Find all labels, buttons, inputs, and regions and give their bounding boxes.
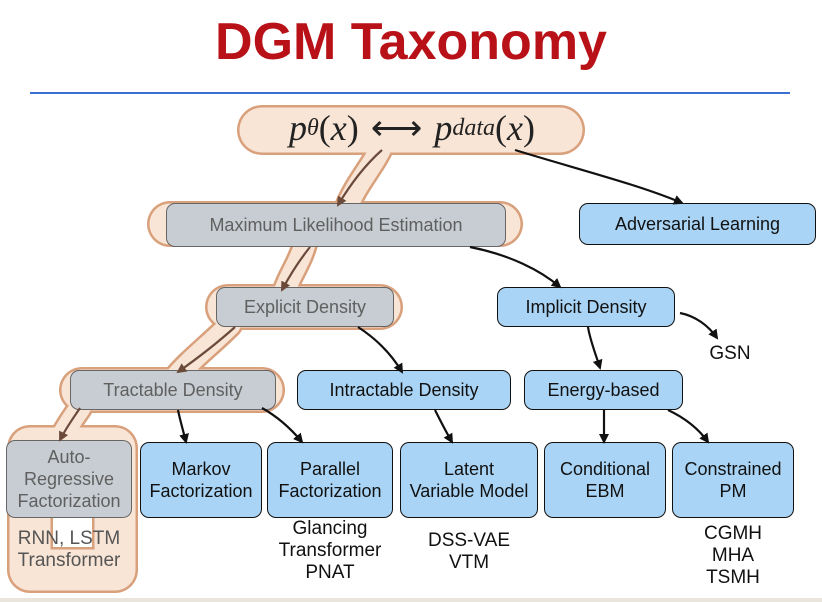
- node-parallel-line-1: Parallel: [299, 459, 360, 479]
- node-energy-based: Energy-based: [524, 370, 683, 410]
- node-conditional-line-1: Conditional: [559, 459, 651, 479]
- formula-rhs-var: x: [507, 108, 524, 148]
- edge-mle-to-implicit: [469, 245, 562, 289]
- node-mle-label: Maximum Likelihood Estimation: [209, 215, 463, 235]
- node-explicit-label: Explicit Density: [243, 297, 367, 317]
- node-latent-line-2: Variable Model: [409, 481, 529, 501]
- example-tsmh: TSMH: [706, 567, 760, 588]
- edge-tractable-to-parallel: [261, 407, 304, 444]
- node-constrained-line-1: Constrained: [684, 459, 782, 479]
- node-markov-line-1: Markov: [171, 459, 231, 479]
- edge-intractable-to-latent: [434, 409, 454, 444]
- node-mle: Maximum Likelihood Estimation: [166, 203, 506, 247]
- slide-title: DGM Taxonomy: [215, 13, 607, 71]
- node-adversarial-label: Adversarial Learning: [614, 214, 781, 234]
- node-latent: Latent Variable Model: [400, 442, 538, 518]
- examples-constrained: CGMH MHA TSMH: [672, 523, 794, 589]
- edge-explicit-to-intractable: [357, 326, 404, 374]
- examples-autoregressive: RNN, LSTM Transformer: [2, 528, 136, 572]
- node-parallel-line-2: Factorization: [278, 481, 382, 501]
- node-explicit: Explicit Density: [216, 287, 394, 327]
- formula-lhs-sub: θ: [306, 114, 319, 141]
- node-energy-label: Energy-based: [547, 380, 660, 400]
- example-rnn-lstm: RNN, LSTM: [17, 528, 121, 549]
- node-autoregressive-line-2: Regressive: [23, 469, 115, 489]
- edge-formula-to-mle: [336, 149, 383, 207]
- example-transformer: Transformer: [17, 550, 121, 571]
- node-adversarial: Adversarial Learning: [579, 203, 816, 245]
- edge-tractable-to-autoregressive: [59, 407, 81, 442]
- formula-lhs: p: [288, 108, 307, 148]
- edge-implicit-to-energy: [586, 326, 603, 370]
- edge-mle-to-explicit: [281, 246, 311, 292]
- bidirectional-arrow-icon: ⟷: [370, 108, 423, 148]
- edge-tractable-to-markov: [176, 409, 189, 444]
- node-markov: Markov Factorization: [140, 442, 262, 518]
- node-conditional: Conditional EBM: [544, 442, 666, 518]
- node-implicit: Implicit Density: [497, 287, 675, 327]
- formula-lhs-var: x: [330, 108, 347, 148]
- node-constrained: Constrained PM: [672, 442, 794, 518]
- formula-rhs: p: [434, 108, 453, 148]
- edge-energy-to-constrained: [667, 409, 710, 444]
- node-latent-line-1: Latent: [443, 459, 495, 479]
- example-mha: MHA: [711, 545, 755, 566]
- node-intractable: Intractable Density: [297, 370, 511, 410]
- example-glancing-transformer: Transformer: [278, 540, 382, 561]
- example-pnat: PNAT: [305, 562, 355, 583]
- node-autoregressive-line-3: Factorization: [17, 491, 121, 511]
- example-glancing: Glancing: [292, 518, 368, 539]
- example-vtm: VTM: [448, 552, 490, 573]
- title-underline: [30, 92, 790, 94]
- node-intractable-label: Intractable Density: [329, 380, 479, 400]
- example-cgmh: CGMH: [703, 523, 763, 544]
- node-conditional-line-2: EBM: [585, 481, 625, 501]
- node-markov-line-2: Factorization: [149, 481, 253, 501]
- formula-rhs-sub: data: [452, 114, 496, 141]
- examples-latent: DSS-VAE VTM: [400, 530, 538, 574]
- examples-parallel: Glancing Transformer PNAT: [267, 518, 393, 584]
- example-gsn: GSN: [709, 343, 751, 364]
- edge-implicit-to-gsn: [679, 311, 719, 340]
- node-parallel: Parallel Factorization: [267, 442, 393, 518]
- edge-explicit-to-tractable: [176, 326, 236, 374]
- node-autoregressive-line-1: Auto-: [47, 447, 91, 467]
- node-autoregressive: Auto- Regressive Factorization: [6, 440, 132, 518]
- node-implicit-label: Implicit Density: [525, 297, 647, 317]
- node-tractable-label: Tractable Density: [103, 380, 243, 400]
- example-dss-vae: DSS-VAE: [427, 530, 510, 551]
- node-constrained-line-2: PM: [719, 481, 747, 501]
- edge-formula-to-adversarial: [514, 148, 684, 205]
- node-tractable: Tractable Density: [70, 370, 276, 410]
